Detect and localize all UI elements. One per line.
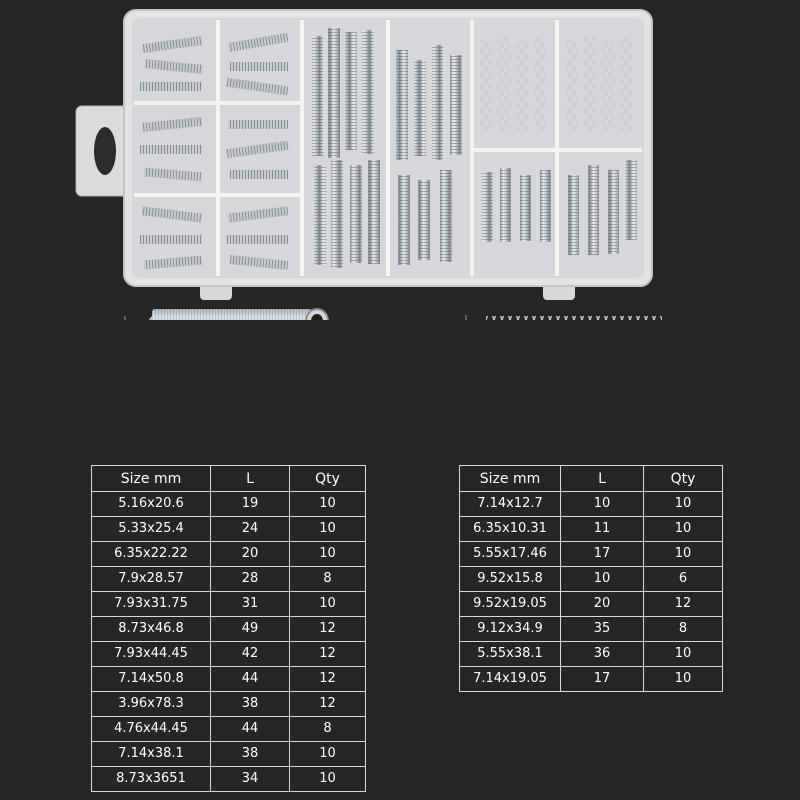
cell-length: 35 [560, 616, 644, 642]
cell-length: 17 [560, 541, 644, 567]
cell-size: 7.14x38.1 [91, 741, 211, 767]
cell-length: 44 [210, 666, 290, 692]
column-header-size: Size mm [459, 465, 561, 492]
cell-size: 7.9x28.57 [91, 566, 211, 592]
cell-qty: 6 [643, 566, 723, 592]
table-header-row: Size mm L Qty [459, 465, 723, 492]
cell-length: 24 [210, 516, 290, 542]
cell-length: 38 [210, 741, 290, 767]
cell-size: 6.35x22.22 [91, 541, 211, 567]
cell-qty: 12 [643, 591, 723, 617]
cell-length: 34 [210, 766, 290, 792]
cell-size: 9.12x34.9 [459, 616, 561, 642]
cell-qty: 8 [643, 616, 723, 642]
cell-qty: 10 [289, 741, 366, 767]
cell-qty: 12 [289, 666, 366, 692]
cell-length: 10 [560, 566, 644, 592]
cell-size: 9.52x15.8 [459, 566, 561, 592]
cell-length: 28 [210, 566, 290, 592]
cell-size: 3.96x78.3 [91, 691, 211, 717]
cell-qty: 12 [289, 616, 366, 642]
cell-size: 7.93x31.75 [91, 591, 211, 617]
cell-size: 9.52x19.05 [459, 591, 561, 617]
cell-qty: 8 [289, 566, 366, 592]
cell-size: 7.14x19.05 [459, 666, 561, 692]
cell-qty: 10 [289, 541, 366, 567]
cell-length: 19 [210, 491, 290, 517]
cell-qty: 8 [289, 716, 366, 742]
column-header-length: L [210, 465, 290, 492]
cell-qty: 12 [289, 641, 366, 667]
cell-length: 38 [210, 691, 290, 717]
cell-qty: 10 [289, 516, 366, 542]
cell-size: 5.55x38.1 [459, 641, 561, 667]
cell-size: 7.14x12.7 [459, 491, 561, 517]
cell-qty: 10 [643, 666, 723, 692]
cell-length: 11 [560, 516, 644, 542]
cell-length: 36 [560, 641, 644, 667]
cell-qty: 10 [643, 541, 723, 567]
cell-size: 8.73x46.8 [91, 616, 211, 642]
cell-length: 42 [210, 641, 290, 667]
cell-size: 7.93x44.45 [91, 641, 211, 667]
cell-qty: 10 [289, 591, 366, 617]
cell-length: 10 [560, 491, 644, 517]
cell-length: 44 [210, 716, 290, 742]
cell-qty: 10 [643, 516, 723, 542]
extension-spring-icon [124, 308, 329, 320]
cell-length: 20 [210, 541, 290, 567]
cell-qty: 10 [289, 491, 366, 517]
cell-length: 20 [560, 591, 644, 617]
column-header-size: Size mm [91, 465, 211, 492]
cell-size: 7.14x50.8 [91, 666, 211, 692]
column-header-length: L [560, 465, 644, 492]
column-header-qty: Qty [289, 465, 366, 492]
cell-qty: 10 [643, 641, 723, 667]
cell-size: 5.55x17.46 [459, 541, 561, 567]
compression-spring-icon [465, 315, 662, 320]
cell-size: 5.33x25.4 [91, 516, 211, 542]
cell-size: 5.16x20.6 [91, 491, 211, 517]
cell-size: 4.76x44.45 [91, 716, 211, 742]
cell-qty: 12 [289, 691, 366, 717]
cell-size: 8.73x3651 [91, 766, 211, 792]
product-photo [75, 9, 662, 320]
organizer-case-icon [75, 9, 653, 300]
cell-length: 49 [210, 616, 290, 642]
cell-size: 6.35x10.31 [459, 516, 561, 542]
cell-qty: 10 [643, 491, 723, 517]
table-header-row: Size mm L Qty [91, 465, 366, 492]
column-header-qty: Qty [643, 465, 723, 492]
cell-length: 17 [560, 666, 644, 692]
cell-length: 31 [210, 591, 290, 617]
cell-qty: 10 [289, 766, 366, 792]
